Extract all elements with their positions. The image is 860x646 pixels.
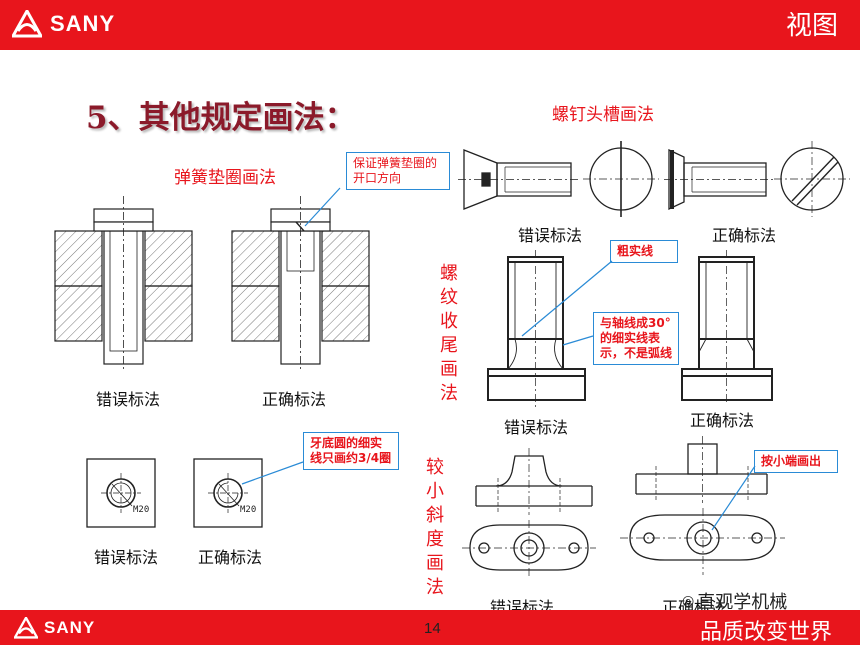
thread-tail-thick-callout: 粗实线	[610, 240, 678, 263]
thread-root-right-label: 正确标法	[198, 548, 263, 567]
thread-root-wrong-m-label: M20	[133, 505, 149, 515]
spring-washer-wrong-label: 错误标法	[96, 390, 161, 409]
header-bar	[0, 0, 860, 50]
spring-washer-title: 弹簧垫圈画法	[174, 168, 276, 188]
wechat-icon: ◎	[682, 593, 695, 609]
page-heading: 5、其他规定画法：	[86, 100, 356, 136]
thread-root-right-m-label: M20	[240, 505, 256, 515]
small-slope-wrong-drawing	[462, 448, 596, 578]
screw-slot-right-drawing	[664, 141, 850, 217]
spring-washer-callout: 保证弹簧垫圈的开口方向	[346, 152, 450, 190]
screw-slot-right-label: 正确标法	[712, 226, 777, 245]
thread-tail-wrong-label: 错误标法	[504, 418, 569, 437]
section-title: 视图	[785, 11, 838, 41]
brand-name: SANY	[50, 11, 116, 36]
footer-brand: SANY	[14, 617, 95, 639]
thread-tail-right-label: 正确标法	[690, 411, 755, 430]
small-slope-title: 较小斜度画法	[426, 457, 444, 598]
watermark-text: 直观学机械	[697, 592, 788, 613]
screw-slot-wrong-drawing	[458, 141, 659, 217]
footer-slogan: 品质改变世界	[699, 620, 832, 645]
footer-brand-name: SANY	[44, 618, 96, 637]
page-number: 14	[424, 620, 441, 637]
thread-tail-right-drawing	[681, 250, 773, 405]
spring-washer-wrong-drawing	[54, 196, 193, 372]
watermark: ◎ 直观学机械	[682, 588, 787, 614]
thread-tail-wrong-drawing	[487, 250, 613, 410]
sany-logo-icon	[14, 617, 38, 639]
brand-logo: SANY	[12, 10, 115, 38]
screw-slot-wrong-label: 错误标法	[518, 226, 583, 245]
footer-bar	[0, 610, 860, 645]
small-slope-callout: 按小端画出	[754, 450, 838, 473]
small-slope-right-drawing	[620, 436, 785, 575]
screw-slot-title: 螺钉头槽画法	[552, 105, 654, 125]
thread-root-right-drawing: M20	[193, 458, 304, 528]
thread-tail-title: 螺纹收尾画法	[440, 263, 458, 404]
sany-logo-icon	[12, 10, 42, 38]
spring-washer-right-drawing	[231, 187, 370, 372]
spring-washer-right-label: 正确标法	[262, 390, 327, 409]
thread-root-wrong-label: 错误标法	[94, 548, 159, 567]
thread-root-wrong-drawing: M20	[86, 458, 156, 528]
thread-root-callout: 牙底圆的细实线只画约3/4圈	[303, 432, 399, 470]
thread-tail-angle-callout: 与轴线成30°的细实线表示，不是弧线	[593, 312, 679, 365]
